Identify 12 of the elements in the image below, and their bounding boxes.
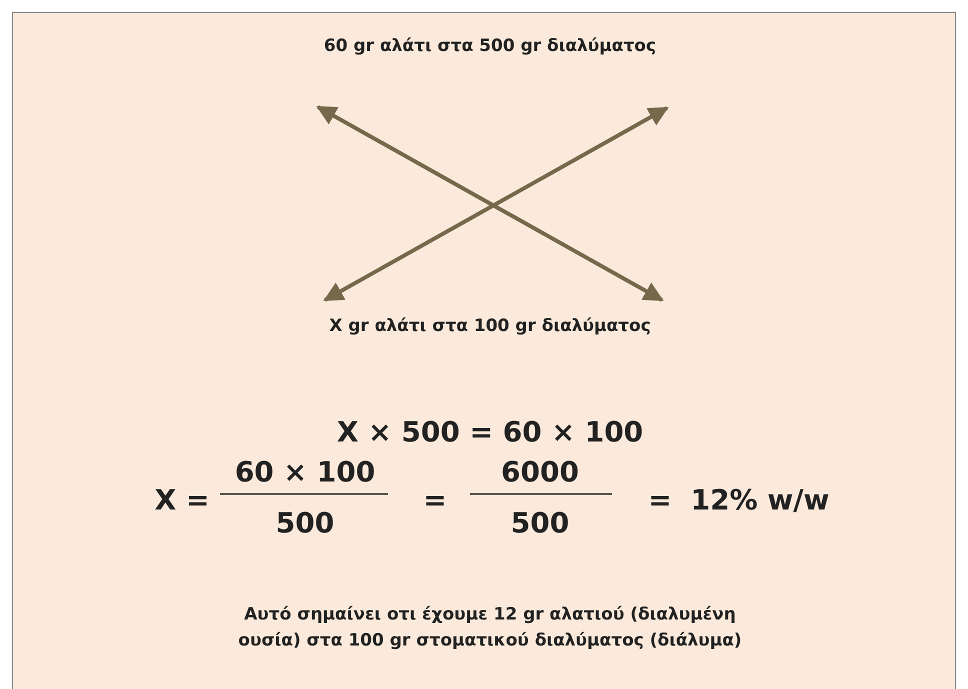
statement-text: X gr αλάτι στα 100 gr διαλύματος bbox=[329, 316, 651, 336]
equation-term: X = bbox=[154, 484, 210, 516]
equals-sign: = bbox=[648, 484, 672, 516]
denominator: 500 bbox=[510, 506, 570, 540]
equation: X × 500 = 60 × 100 bbox=[336, 416, 644, 448]
numerator: 60 × 100 bbox=[234, 456, 376, 488]
denominator: 500 bbox=[276, 506, 334, 540]
equals-sign: = bbox=[423, 484, 447, 516]
statement-text: 60 gr αλάτι στα 500 gr διαλύματος bbox=[324, 36, 656, 56]
explanation-text: Αυτό σημαίνει οτι έχουμε 12 gr αλατιού (διαλυμένη ουσία) στα 100 gr στοματικού διαλύματος (διάλυμα) bbox=[237, 604, 743, 652]
result-value: 12% w/w bbox=[690, 484, 830, 516]
numerator: 6000 bbox=[501, 456, 579, 488]
